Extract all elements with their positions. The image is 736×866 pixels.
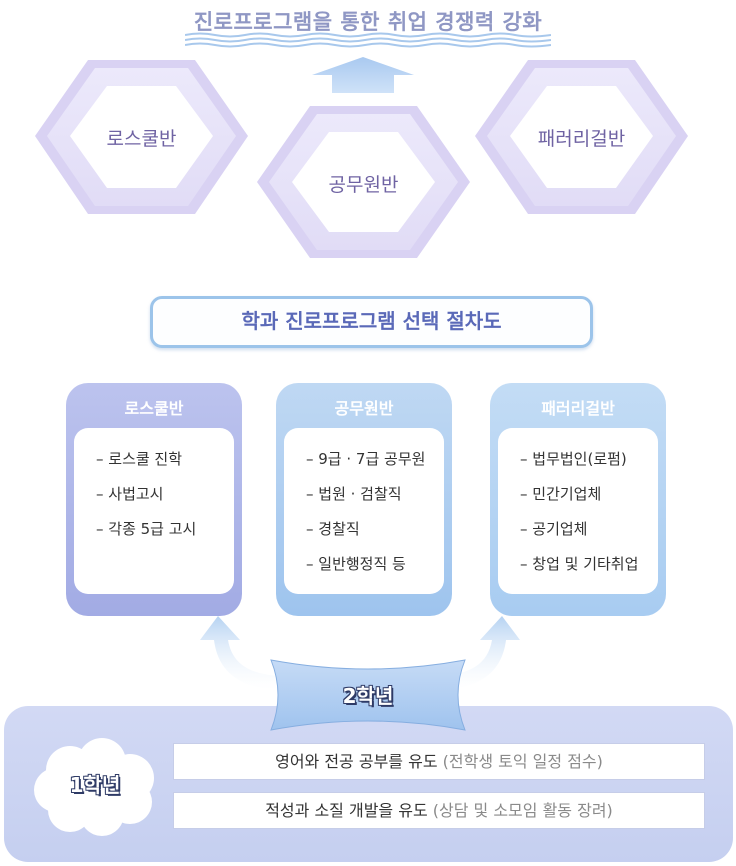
list-item: – 법무법인(로펌) [520,450,627,468]
info-note-text: (전학생 토익 일정 점수) [442,752,603,771]
hexagon-label-paralegal: 패러리걸반 [537,128,626,150]
card-item-list: – 9급 · 7급 공무원 – 법원 · 검찰직 – 경찰직 – 일반행정직 등 [306,448,425,588]
grade1-info-row: 적성과 소질 개발을 유도 (상담 및 소모임 활동 장려) [173,792,705,829]
card-body: – 9급 · 7급 공무원 – 법원 · 검찰직 – 경찰직 – 일반행정직 등 [284,428,444,594]
grade1-info-row: 영어와 전공 공부를 유도 (전학생 토익 일정 점수) [173,743,705,780]
list-item: – 각종 5급 고시 [96,520,197,538]
card-body: – 로스쿨 진학 – 사법고시 – 각종 5급 고시 [74,428,234,594]
card-civil-service: 공무원반 – 9급 · 7급 공무원 – 법원 · 검찰직 – 경찰직 – 일반… [276,383,452,616]
hexagon-group [35,60,688,258]
hexagon-civil-service [257,106,470,258]
curved-arrows [200,616,520,690]
grade2-label: 2학년 [342,684,394,708]
card-item-list: – 로스쿨 진학 – 사법고시 – 각종 5급 고시 [96,448,196,553]
info-main-text: 영어와 전공 공부를 유도 [275,752,438,771]
info-main-text: 적성과 소질 개발을 유도 [265,801,428,820]
card-law-school: 로스쿨반 – 로스쿨 진학 – 사법고시 – 각종 5급 고시 [66,383,242,616]
title-wave-decoration [185,32,551,48]
grade1-label: 1학년 [69,773,121,797]
card-title: 로스쿨반 [124,399,184,418]
page-title: 진로프로그램을 통한 취업 경쟁력 강화 [193,10,543,34]
hexagon-paralegal [475,60,688,214]
hexagon-law-school [35,60,248,214]
list-item: – 경찰직 [306,520,360,538]
list-item: – 민간기업체 [520,485,602,503]
hexagon-label-law-school: 로스쿨반 [106,128,177,150]
curved-arrow-left-icon [200,616,278,690]
list-item: – 로스쿨 진학 [96,450,183,468]
list-item: – 법원 · 검찰직 [306,485,402,503]
procedure-title: 학과 진로프로그램 선택 절차도 [150,296,593,348]
card-body: – 법무법인(로펌) – 민간기업체 – 공기업체 – 창업 및 기타취업 [498,428,658,594]
card-paralegal: 패러리걸반 – 법무법인(로펌) – 민간기업체 – 공기업체 – 창업 및 기… [490,383,666,616]
grade2-banner [270,659,466,731]
card-item-list: – 법무법인(로펌) – 민간기업체 – 공기업체 – 창업 및 기타취업 [520,448,638,588]
list-item: – 창업 및 기타취업 [520,555,639,573]
card-title: 공무원반 [334,399,394,418]
card-title: 패러리걸반 [541,399,615,418]
list-item: – 9급 · 7급 공무원 [306,450,426,468]
up-arrow-icon [312,57,414,93]
grade1-cloud [34,738,154,836]
hexagon-label-civil-service: 공무원반 [328,174,399,196]
list-item: – 일반행정직 등 [306,555,406,573]
list-item: – 공기업체 [520,520,588,538]
info-note-text: (상담 및 소모임 활동 장려) [432,801,613,820]
curved-arrow-right-icon [442,616,520,690]
list-item: – 사법고시 [96,485,164,503]
